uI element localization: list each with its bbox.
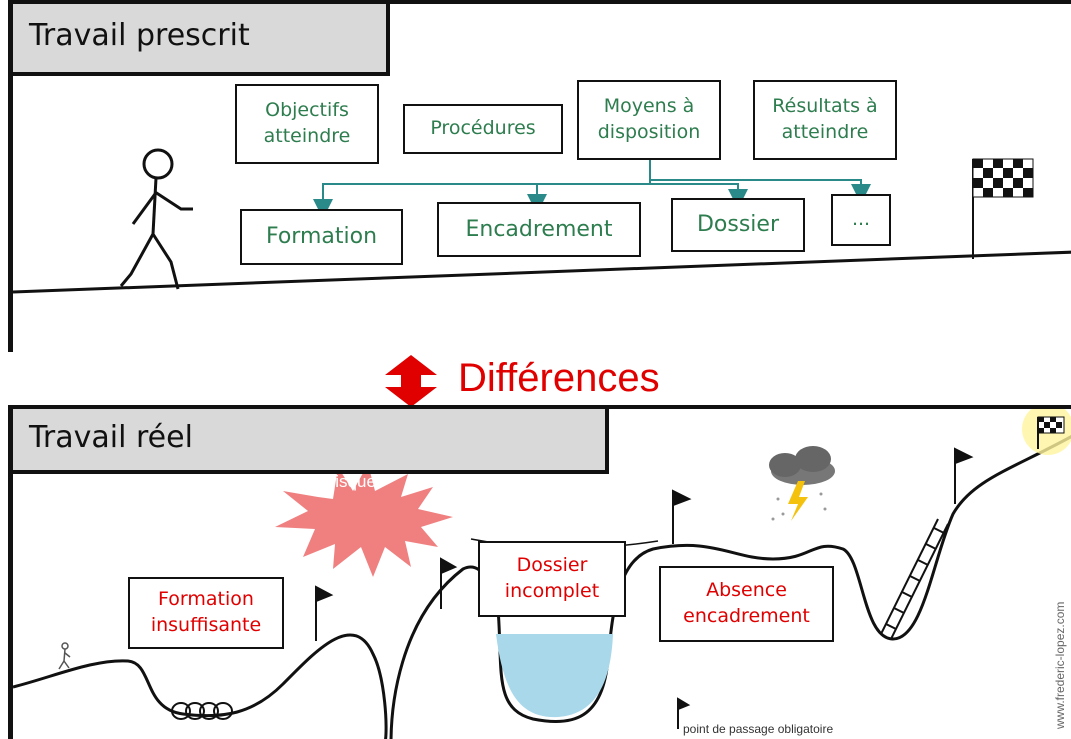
results-box: Résultats à atteindre [753,80,897,160]
procedures-box: Procédures [403,104,563,154]
supervision-issue-box: Absence encadrement [659,566,834,642]
objectives-box: Objectifs atteindre [235,84,379,164]
etc-box: ... [831,194,891,246]
finish-flag-icon [972,158,1034,259]
real-title: Travail réel [13,409,609,474]
risk-label: Risques [323,472,385,491]
file-box: Dossier [671,198,805,252]
storm-cloud-icon [769,446,835,521]
training-issue-box: Formation insuffisante [128,577,284,649]
double-arrow-icon [385,355,437,407]
walking-figure-icon [119,148,193,290]
connector-arrows [313,159,871,219]
source-credit: www.frederic-lopez.com [1053,601,1067,729]
resources-box: Moyens à disposition [577,80,721,160]
prescribed-title: Travail prescrit [13,4,390,76]
checkpoint-flags [315,447,974,729]
legend-text: point de passage obligatoire [683,722,834,736]
training-box: Formation [240,209,403,265]
walking-figure-icon [58,642,71,670]
ladder-icon [880,518,949,640]
slope-line [13,250,1071,294]
supervision-box: Encadrement [437,202,641,257]
spring-coils-icon [171,702,233,720]
file-issue-box: Dossier incomplet [478,541,626,617]
risk-burst-icon [275,464,453,577]
prescribed-work-panel: Travail prescrit Objectifs atteindre Pro… [8,0,1071,352]
finish-flag-icon [1022,409,1071,455]
water-pit [496,634,613,718]
differences-label: Différences [458,356,660,400]
real-work-panel: Travail réel Risques Formation insuffisa… [8,405,1071,739]
prescribed-scene [13,148,1071,294]
